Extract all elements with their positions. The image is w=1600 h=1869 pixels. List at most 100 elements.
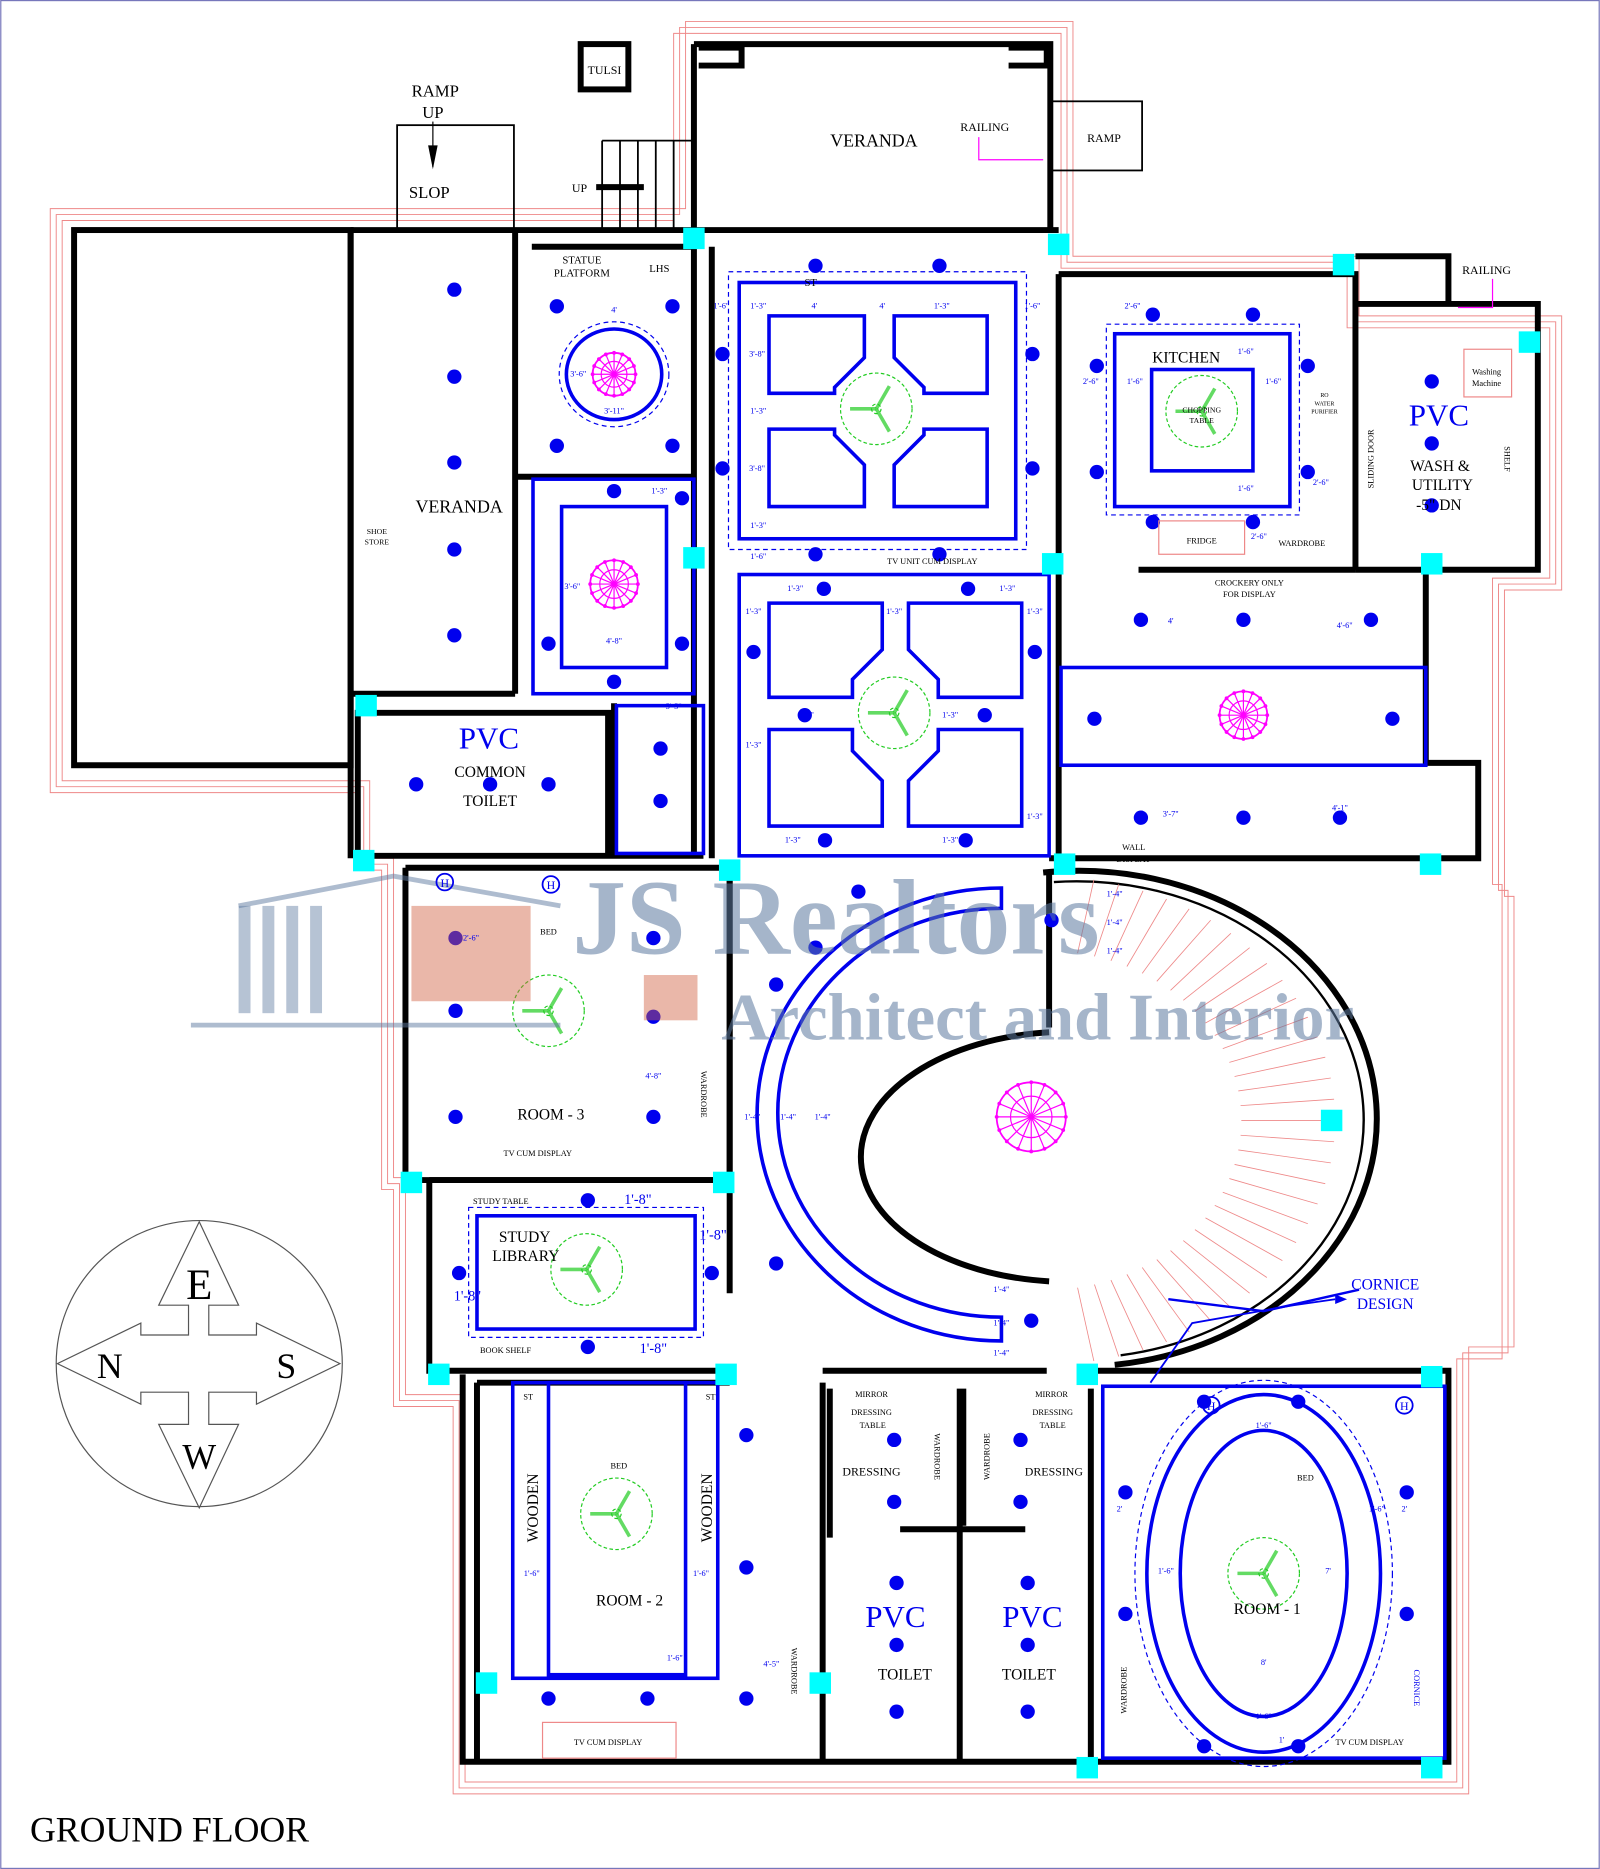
ceiling-fan-icon (550, 1233, 623, 1306)
label-ro: RO (1320, 393, 1329, 399)
label-st-room2-left: ST (523, 1392, 533, 1401)
stair-tread (1170, 1250, 1232, 1308)
dimension-label: 3'-6" (564, 582, 580, 591)
walls (71, 41, 1541, 1765)
label-cornice-room1: CORNICE (1412, 1670, 1421, 1707)
label-store: STORE (365, 538, 390, 547)
ceiling-light-icon (1399, 1485, 1414, 1500)
chandelier-icon (1217, 689, 1270, 741)
dimension-label: 4' (879, 302, 885, 311)
label-mirror-a: MIRROR (855, 1390, 888, 1399)
ceiling-light-icon (889, 1575, 904, 1591)
dimension-label: 1' (1279, 1736, 1285, 1745)
label-lhs: LHS (649, 263, 669, 275)
heater-icon: H (440, 876, 449, 890)
stair-tread (1214, 1204, 1297, 1244)
ceiling-light-icon (1245, 514, 1261, 530)
watermark-logo: JS Realtors Architect and Interior (190, 859, 1354, 1054)
ceiling-light-icon (887, 1494, 902, 1510)
drawing-title: GROUND FLOOR (30, 1810, 309, 1850)
label-bed-room1: BED (1297, 1473, 1314, 1482)
label-common-toilet: TOILET (463, 793, 517, 810)
ceiling-light-icon (739, 1560, 754, 1575)
ceiling-light-icon (1013, 1432, 1028, 1448)
dimension-label: 4'-6" (1337, 621, 1353, 630)
dimension-label: 1'-3" (750, 521, 766, 530)
ceiling-fan-icon (857, 676, 931, 750)
stair-tread (1205, 1217, 1283, 1261)
column (715, 1363, 737, 1386)
ceiling-light-icon (1020, 1637, 1035, 1653)
dimension-label: 1'-3" (942, 711, 958, 720)
label-tv-unit: TV UNIT CUM DISPLAY (887, 557, 977, 566)
compass-west: W (182, 1437, 216, 1477)
label-room2: ROOM - 2 (596, 1593, 663, 1610)
label-book-shelf: BOOK SHELF (480, 1346, 532, 1355)
columns (353, 227, 1541, 1779)
column (718, 859, 741, 881)
dimension-label: 2'-6" (1083, 377, 1099, 386)
ceiling-light-icon (1332, 810, 1348, 825)
ceiling-light-icon (1291, 1739, 1306, 1754)
column (1518, 331, 1541, 353)
stair-tread (1222, 1016, 1308, 1050)
label-dressing-table-b: DRESSING (1032, 1408, 1073, 1417)
dimension-label: 4'-8" (645, 1072, 661, 1081)
label-wardrobe-a: WARDROBE (933, 1433, 942, 1480)
label-cornice: CORNICE (1351, 1277, 1419, 1294)
ceiling-light-icon (1133, 612, 1149, 627)
label-ramp: RAMP (412, 82, 459, 101)
dimension-label: 3'-11" (604, 407, 624, 416)
label-statue: STATUE (562, 254, 601, 266)
label-pvc-utility: PVC (1409, 398, 1469, 433)
compass-south: S (276, 1346, 296, 1386)
stair-tread (1156, 1259, 1211, 1321)
ceiling-light-icon (1089, 358, 1104, 374)
dimension-label: 8' (1261, 1658, 1267, 1667)
label-wardrobe-kitchen: WARDROBE (1278, 539, 1325, 548)
ceiling-light-icon (674, 636, 690, 651)
dimension-label: 1'-6" (750, 552, 766, 561)
ceiling-light-icon (932, 258, 947, 273)
column (1076, 1756, 1098, 1779)
compass-east: E (186, 1262, 212, 1309)
dimension-label: 4'-1" (1332, 804, 1348, 813)
heater-icon: H (1400, 1399, 1409, 1413)
stair-tread (1205, 979, 1283, 1024)
stair-tread (1126, 1274, 1167, 1343)
compass-north: N (97, 1346, 123, 1386)
ceiling-light-icon (646, 1109, 661, 1125)
dimension-label: 1'-6" (713, 302, 729, 311)
ceiling-light-icon (808, 258, 823, 273)
stair-tread (1194, 1229, 1268, 1278)
heater-icon: H (1207, 1399, 1216, 1413)
column (475, 1672, 498, 1694)
stair-tread (1141, 908, 1190, 974)
dimension-label: 1'-4" (993, 1285, 1009, 1294)
label-shoe: SHOE (367, 527, 387, 536)
ceiling-light-icon (640, 1691, 655, 1706)
ceiling-light-icon (1025, 461, 1040, 476)
dimension-label: 1'-6" (524, 1569, 540, 1578)
ceiling-light-icon (816, 581, 831, 596)
label-tulsi: TULSI (588, 63, 622, 77)
stair-tread (1234, 1164, 1326, 1185)
label-toilet-a: TOILET (878, 1666, 932, 1683)
label-stairs-up: UP (572, 181, 588, 195)
label-slop: SLOP (409, 183, 450, 202)
room-labels: TULSI RAMP UP SLOP UP VERANDA RAILING RA… (365, 63, 1513, 1759)
stair-tread (1110, 1279, 1144, 1351)
ceiling-lights (409, 258, 1439, 1754)
ceiling-light-icon (1020, 1704, 1035, 1719)
dimension-label: 4'-5" (763, 1659, 779, 1668)
dimension-label: 3'-8" (749, 349, 765, 358)
label-washing: Washing (1472, 367, 1501, 376)
ceiling-light-icon (889, 1637, 904, 1653)
label-wash: WASH & (1410, 458, 1470, 475)
label-chopping-table: TABLE (1190, 416, 1215, 425)
label-library: LIBRARY (492, 1248, 559, 1265)
column (1320, 1109, 1343, 1132)
label-ro-purifier: PURIFIER (1311, 410, 1337, 416)
label-cornice-design: DESIGN (1357, 1296, 1414, 1313)
label-pvc-toilet-a: PVC (865, 1599, 925, 1634)
